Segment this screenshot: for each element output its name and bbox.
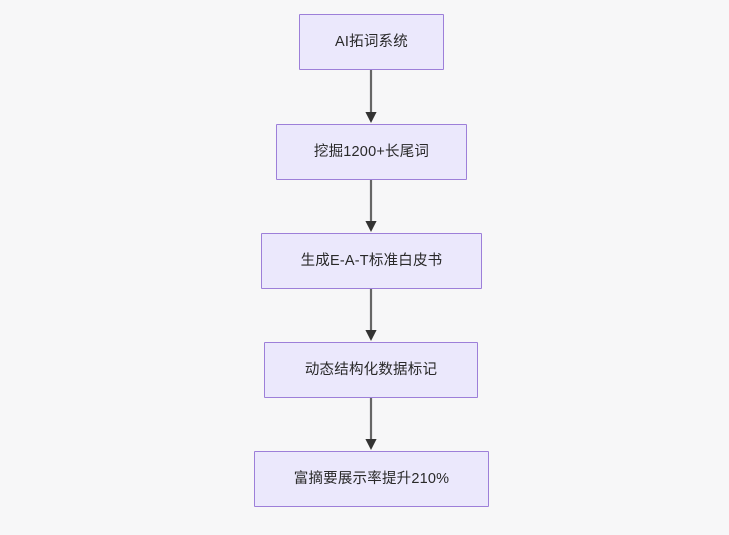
flow-node-generate-eat-whitepaper[interactable]: 生成E-A-T标准白皮书 (261, 233, 482, 289)
flow-node-rich-snippet-impression-lift[interactable]: 富摘要展示率提升210% (254, 451, 489, 507)
flow-edge-n2-n3 (357, 180, 385, 233)
flow-node-dynamic-structured-data-markup[interactable]: 动态结构化数据标记 (264, 342, 478, 398)
flow-node-label: 生成E-A-T标准白皮书 (300, 252, 443, 269)
flow-edge-n4-n5 (357, 398, 385, 451)
flow-node-ai-keyword-system[interactable]: AI拓词系统 (299, 14, 444, 70)
flow-node-mine-longtail-keywords[interactable]: 挖掘1200+长尾词 (276, 124, 467, 180)
flow-node-label: 动态结构化数据标记 (304, 361, 438, 378)
flow-node-label: 富摘要展示率提升210% (293, 470, 450, 487)
arrow-icon (365, 398, 377, 450)
arrow-icon (365, 70, 377, 123)
arrow-icon (365, 180, 377, 232)
arrow-icon (365, 289, 377, 341)
flow-edge-n3-n4 (357, 289, 385, 342)
flow-node-label: AI拓词系统 (335, 33, 408, 50)
flow-edge-n1-n2 (357, 70, 385, 124)
flow-node-label: 挖掘1200+长尾词 (313, 143, 430, 160)
